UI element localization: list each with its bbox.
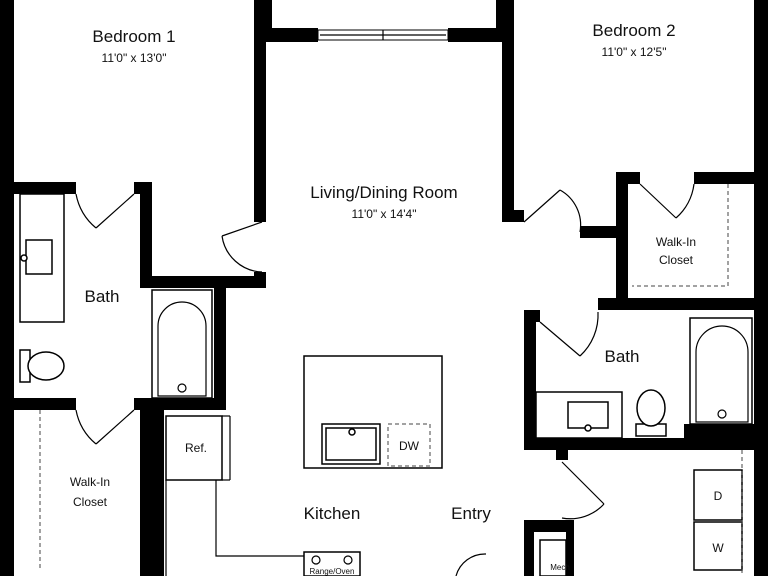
tub-left — [151, 289, 213, 399]
bath-left-fixtures — [19, 193, 213, 399]
range-oven — [303, 551, 361, 576]
dryer-label: D — [714, 489, 723, 503]
wall-left-closet-east — [140, 480, 164, 576]
sink-left — [25, 239, 53, 275]
door-bedroom2 — [523, 189, 582, 233]
wall-left-exterior — [0, 0, 14, 576]
laundry-fixtures — [539, 450, 743, 576]
living-name: Living/Dining Room — [310, 183, 457, 202]
wall-top-stub-right — [496, 0, 502, 28]
kitchen-fixtures — [165, 355, 443, 576]
wall-bedroom1-right — [254, 0, 266, 222]
bath-right-fixtures — [535, 317, 753, 439]
wall-laundry-stub — [556, 450, 568, 460]
bath-left-name: Bath — [85, 287, 120, 306]
labels: Bedroom 1 11'0" x 13'0" Bedroom 2 11'0" … — [70, 21, 724, 576]
tub-right — [689, 317, 753, 425]
wall-mech-east — [566, 520, 574, 576]
dishwasher — [387, 423, 431, 467]
wall-top-left — [266, 28, 318, 42]
bath-right-name: Bath — [605, 347, 640, 366]
bedroom2-name: Bedroom 2 — [592, 21, 675, 40]
wall-mech-west — [524, 520, 534, 576]
wall-bath-left-lower2 — [134, 398, 226, 410]
wall-mech-top — [524, 520, 570, 532]
wall-walkin-right-west — [616, 172, 628, 310]
wall-top-stub-left — [266, 0, 272, 28]
toilet-right — [636, 389, 666, 427]
walkin-left-line2: Closet — [73, 495, 108, 509]
washer-label: W — [712, 541, 724, 555]
door-laundry — [561, 461, 605, 520]
toilet-left — [19, 349, 31, 383]
mech-label: Mech — [550, 563, 570, 572]
wall-walkin-right-top2 — [694, 172, 754, 184]
door-walkin-left — [75, 409, 135, 445]
refrigerator — [165, 415, 223, 481]
wall-bedroom2-left — [502, 0, 514, 222]
door-bath-right — [539, 311, 599, 357]
wall-top-right — [448, 28, 512, 42]
bedroom1-name: Bedroom 1 — [92, 27, 175, 46]
walkin-left-line1: Walk-In — [70, 475, 110, 489]
wall-bath-left-top — [14, 182, 76, 194]
sink-right — [567, 401, 609, 429]
wall-bedroom2-left-cap — [514, 210, 524, 222]
dishwasher-label: DW — [399, 439, 420, 453]
wall-bath-right-bottom-thick — [684, 424, 754, 450]
closet-rod-right — [632, 184, 729, 287]
door-walkin-right — [639, 183, 695, 219]
bedroom2-dims: 11'0" x 12'5" — [602, 45, 667, 59]
bedroom1-dims: 11'0" x 13'0" — [102, 51, 167, 65]
sliding-door — [317, 29, 449, 41]
door-bath-left — [75, 193, 135, 229]
wall-bath-right-bottom — [524, 438, 684, 450]
kitchen-name: Kitchen — [304, 504, 361, 523]
wall-bath-left-vert — [140, 182, 152, 288]
walkin-right-line2: Closet — [659, 253, 694, 267]
refrigerator-label: Ref. — [185, 441, 207, 455]
wall-walkin-lower — [580, 226, 628, 238]
wall-bath-left-east — [214, 288, 226, 400]
wall-bath-left-bottom — [140, 276, 266, 288]
wall-bath-left-lower — [14, 398, 76, 410]
living-dims: 11'0" x 14'4" — [352, 207, 417, 221]
wall-right-exterior — [754, 0, 768, 576]
entry-name: Entry — [451, 504, 491, 523]
kitchen-counter — [165, 480, 304, 576]
door-bedroom1 — [221, 221, 263, 273]
wall-walkin-right-bottom — [598, 298, 754, 310]
door-swings — [75, 183, 695, 576]
walkin-right-line1: Walk-In — [656, 235, 696, 249]
range-label: Range/Oven — [310, 567, 355, 576]
wall-ref-column — [140, 410, 164, 480]
washer — [693, 521, 743, 571]
door-entry — [455, 553, 487, 576]
mech-closet — [539, 539, 567, 576]
wall-bath-right-west — [524, 310, 536, 450]
